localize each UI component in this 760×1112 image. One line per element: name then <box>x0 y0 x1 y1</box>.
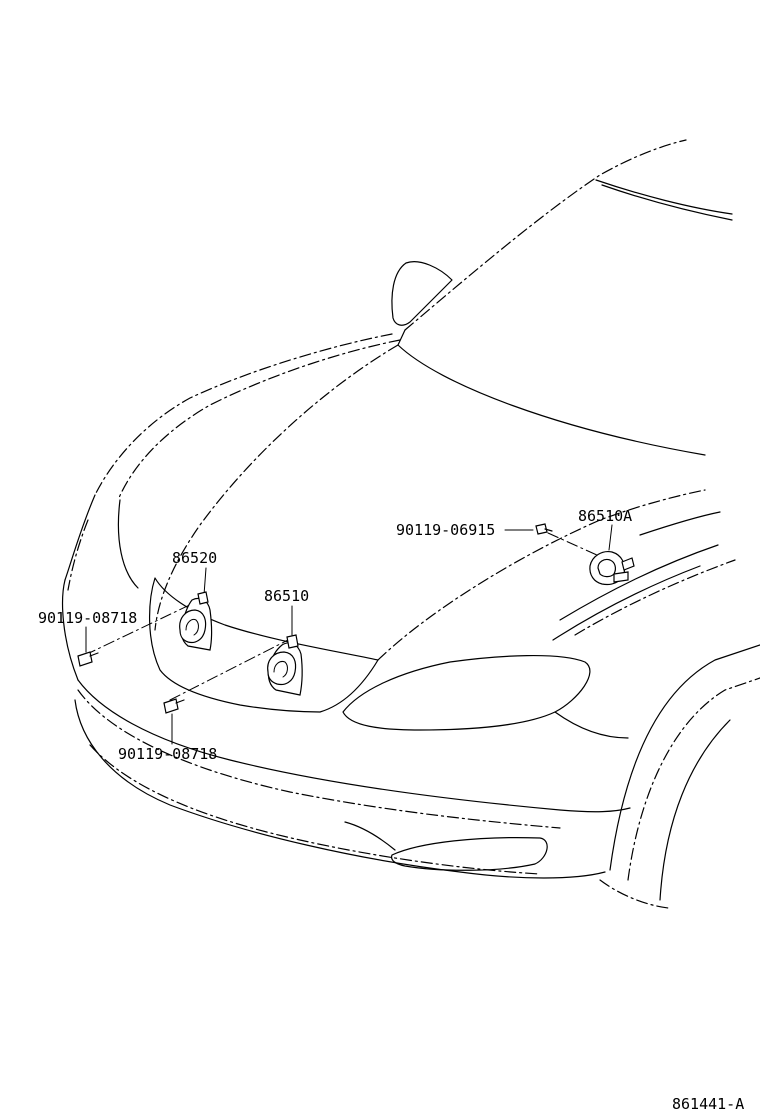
side-mirror <box>391 261 453 326</box>
car-body-outline <box>62 139 760 909</box>
label-part-86520: 86520 <box>172 549 217 567</box>
label-part-86510a: 86510A <box>578 507 632 525</box>
horn-86520 <box>179 591 213 651</box>
headlight <box>342 655 591 731</box>
bolt-left-upper <box>77 651 99 667</box>
label-bolt-left-lower: 90119-08718 <box>118 745 217 763</box>
bolt-left-lower <box>163 698 185 714</box>
label-bolt-right: 90119-06915 <box>396 521 495 539</box>
leader-lines <box>84 524 613 745</box>
fog-lamp <box>390 837 548 871</box>
horn-86510a <box>589 551 635 586</box>
bolt-right <box>535 523 553 535</box>
label-part-86510: 86510 <box>264 587 309 605</box>
illustration-code: 861441-A <box>672 1095 744 1112</box>
horn-86510 <box>267 634 303 696</box>
label-bolt-left-upper: 90119-08718 <box>38 609 137 627</box>
